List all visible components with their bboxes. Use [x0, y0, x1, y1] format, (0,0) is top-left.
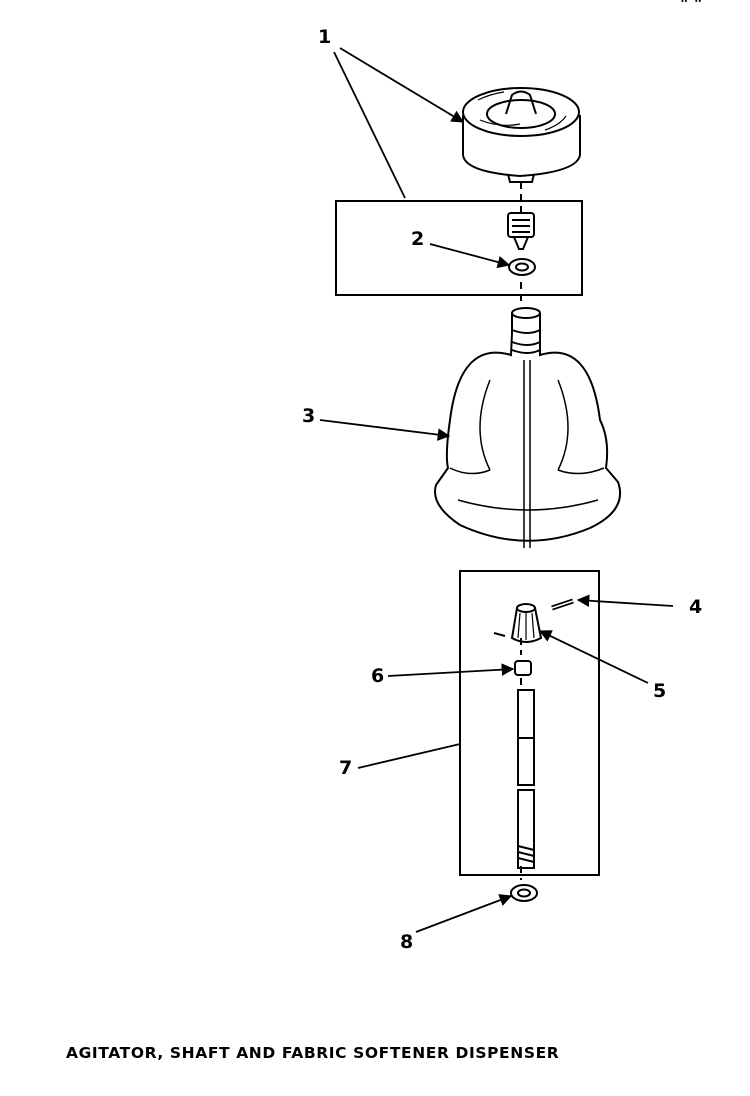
callout-2: 2 [411, 228, 424, 250]
shaft-part [517, 689, 535, 869]
parts-box-upper [335, 200, 583, 296]
cap-dash [493, 632, 506, 637]
pin-part [551, 598, 574, 611]
threaded-nut-part [507, 212, 535, 250]
callout-7: 7 [339, 757, 352, 779]
leader-lines [319, 47, 674, 933]
parts-box-lower [459, 570, 600, 876]
washer-part [508, 258, 536, 276]
square-nut-part [514, 660, 532, 676]
callout-1: 1 [318, 26, 331, 48]
callout-3: 3 [302, 405, 315, 427]
callout-5: 5 [653, 680, 666, 702]
agitator-part [434, 307, 622, 548]
cap-part [510, 603, 543, 643]
diagram-caption: AGITATOR, SHAFT AND FABRIC SOFTENER DISP… [66, 1044, 560, 1062]
callout-8: 8 [400, 931, 413, 953]
callout-6: 6 [371, 665, 384, 687]
shaft-washer-part [510, 884, 538, 902]
callout-4: 4 [689, 596, 702, 618]
dispenser-part [462, 87, 581, 183]
corner-mark: " " [680, 0, 703, 13]
